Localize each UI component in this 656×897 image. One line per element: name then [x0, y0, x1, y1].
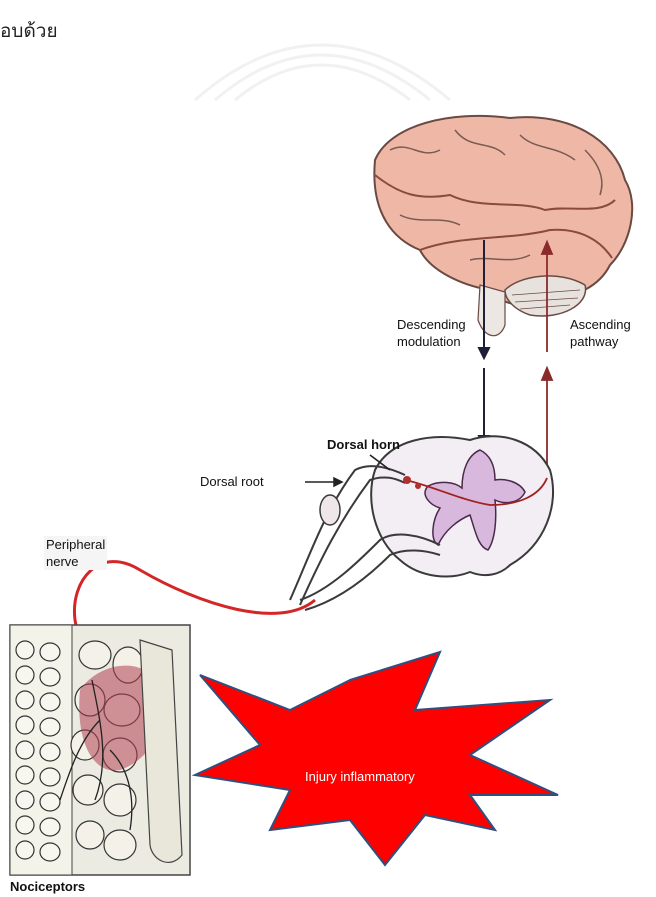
- tissue-block: [10, 625, 190, 875]
- ascending-line-2: pathway: [570, 333, 631, 350]
- injury-star: [195, 652, 558, 865]
- dorsal-root-label: Dorsal root: [200, 473, 264, 490]
- dorsal-horn-label: Dorsal horn: [327, 436, 400, 453]
- spinal-cord: [290, 436, 553, 610]
- peripheral-line-2: nerve: [46, 553, 105, 570]
- descending-line-1: Descending: [397, 316, 466, 333]
- peripheral-line-1: Peripheral: [46, 536, 105, 553]
- ascending-label: Ascending pathway: [570, 316, 631, 350]
- descending-line-2: modulation: [397, 333, 466, 350]
- injury-label: Injury inflammatory: [305, 769, 415, 784]
- ascending-line-1: Ascending: [570, 316, 631, 333]
- watermark: [195, 45, 450, 100]
- peripheral-nerve-label: Peripheral nerve: [44, 536, 107, 570]
- nociceptors-label: Nociceptors: [10, 878, 85, 895]
- brain: [374, 116, 632, 336]
- descending-label: Descending modulation: [397, 316, 466, 350]
